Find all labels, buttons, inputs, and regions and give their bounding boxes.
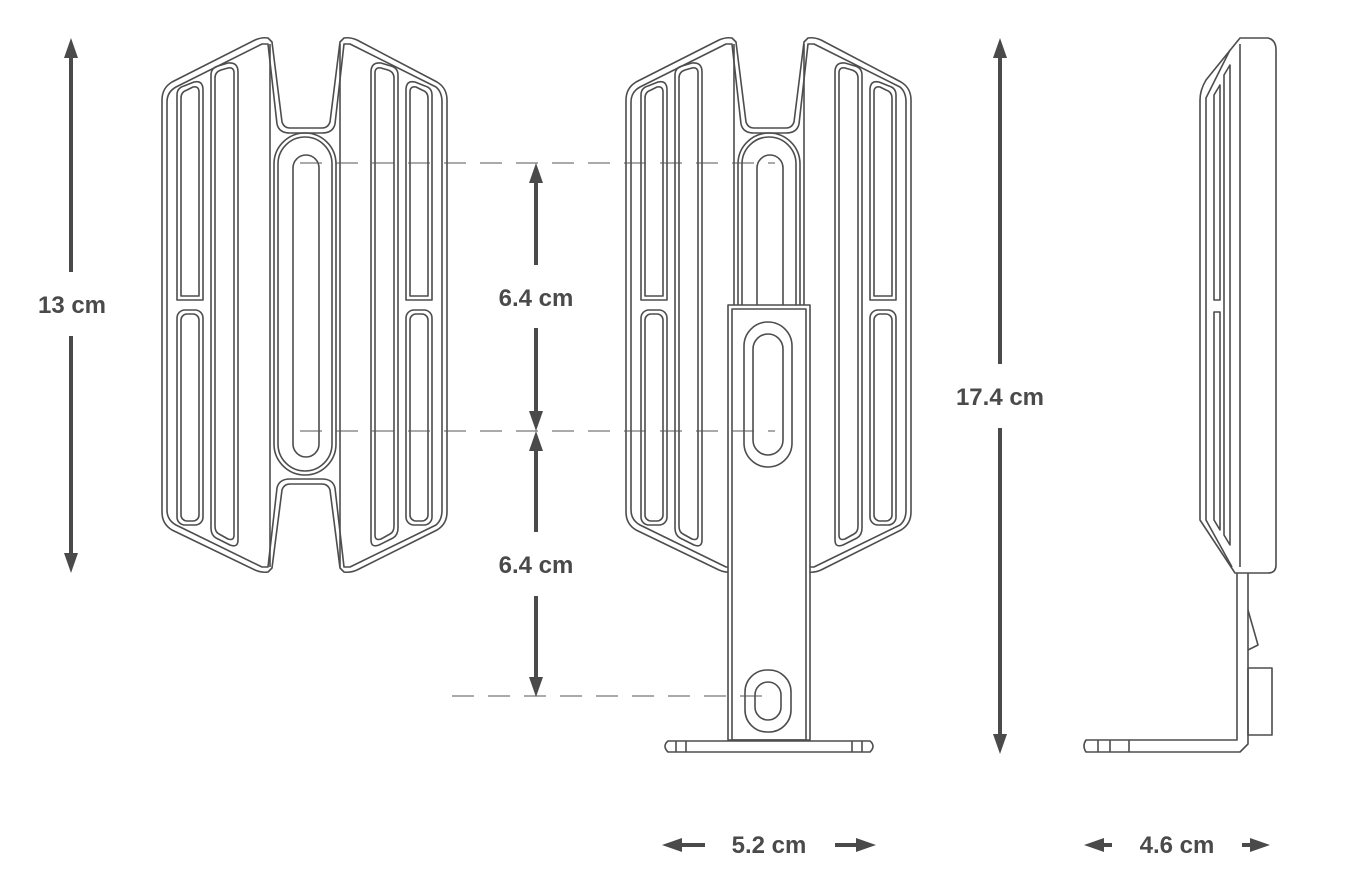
- arrow-down-icon: [64, 553, 78, 573]
- dimension-stand-width: 5.2 cm: [662, 832, 876, 859]
- mounted-view: [625, 36, 912, 753]
- stand-slot-lower-inner: [754, 681, 782, 721]
- stand-base: [664, 740, 874, 753]
- arrow-left-icon: [662, 838, 682, 852]
- label-slot-upper: 6.4 cm: [499, 285, 574, 312]
- stand-slot-lower: [744, 669, 792, 733]
- guide-lines: [300, 162, 775, 697]
- side-block: [1247, 667, 1273, 736]
- arrow-up-icon: [529, 431, 543, 451]
- arrow-up-icon: [64, 38, 78, 58]
- side-clip: [1247, 609, 1259, 651]
- side-bracket: [1083, 573, 1249, 753]
- label-total-height: 17.4 cm: [956, 384, 1044, 411]
- side-view: [1083, 37, 1277, 753]
- dimension-total-height: 17.4 cm: [956, 38, 1044, 754]
- dimension-front-height: 13 cm: [38, 38, 106, 573]
- arrow-right-icon: [856, 838, 876, 852]
- arrow-down-icon: [529, 677, 543, 697]
- stand-post: [727, 304, 811, 741]
- dimension-slot-upper: 6.4 cm: [499, 163, 574, 431]
- arrow-right-icon: [1250, 838, 1270, 852]
- label-depth: 4.6 cm: [1140, 832, 1215, 859]
- arrow-left-icon: [1084, 838, 1104, 852]
- front-view-panel: [161, 36, 448, 574]
- dimension-depth: 4.6 cm: [1084, 832, 1270, 859]
- arrow-down-icon: [529, 411, 543, 431]
- label-slot-lower: 6.4 cm: [499, 552, 574, 579]
- label-stand-width: 5.2 cm: [732, 832, 807, 859]
- arrow-down-icon: [993, 734, 1007, 754]
- arrow-up-icon: [529, 163, 543, 183]
- dimension-slot-lower: 6.4 cm: [499, 431, 574, 697]
- stand-slot-upper-inner: [752, 333, 784, 456]
- side-panel: [1199, 37, 1277, 574]
- label-front-height: 13 cm: [38, 292, 106, 319]
- stand-post-inner: [731, 308, 807, 741]
- stand-slot-upper: [743, 321, 793, 468]
- arrow-up-icon: [993, 38, 1007, 58]
